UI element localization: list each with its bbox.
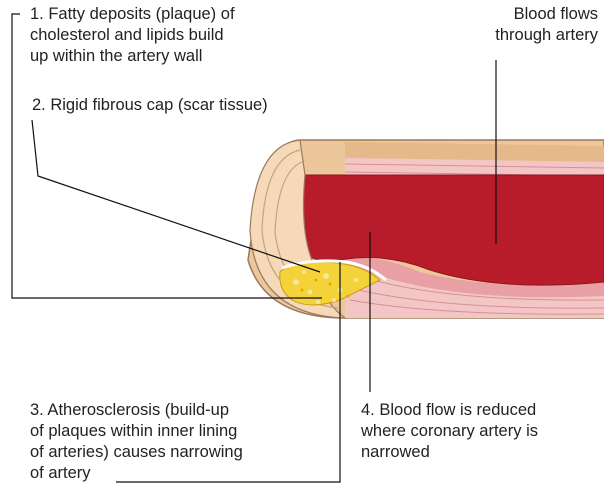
label-reduced-flow-line-3: narrowed — [361, 442, 538, 463]
label-fatty-deposits-line-1: 1. Fatty deposits (plaque) of — [30, 4, 235, 25]
label-atherosclerosis: 3. Atherosclerosis (build-up of plaques … — [30, 400, 243, 484]
label-blood-flows-line-2: through artery — [440, 25, 598, 46]
label-fibrous-cap: 2. Rigid fibrous cap (scar tissue) — [32, 95, 268, 116]
label-fatty-deposits-line-3: up within the artery wall — [30, 46, 235, 67]
label-reduced-flow-line-2: where coronary artery is — [361, 421, 538, 442]
label-atherosclerosis-line-3: of arteries) causes narrowing — [30, 442, 243, 463]
label-fibrous-cap-line-1: 2. Rigid fibrous cap (scar tissue) — [32, 95, 268, 116]
label-reduced-flow-line-1: 4. Blood flow is reduced — [361, 400, 538, 421]
label-atherosclerosis-line-2: of plaques within inner lining — [30, 421, 243, 442]
label-atherosclerosis-line-4: of artery — [30, 463, 243, 484]
label-fatty-deposits: 1. Fatty deposits (plaque) of cholestero… — [30, 4, 235, 67]
label-atherosclerosis-line-1: 3. Atherosclerosis (build-up — [30, 400, 243, 421]
label-blood-flows: Blood flows through artery — [440, 4, 598, 46]
label-reduced-flow: 4. Blood flow is reduced where coronary … — [361, 400, 538, 463]
label-blood-flows-line-1: Blood flows — [440, 4, 598, 25]
label-fatty-deposits-line-2: cholesterol and lipids build — [30, 25, 235, 46]
